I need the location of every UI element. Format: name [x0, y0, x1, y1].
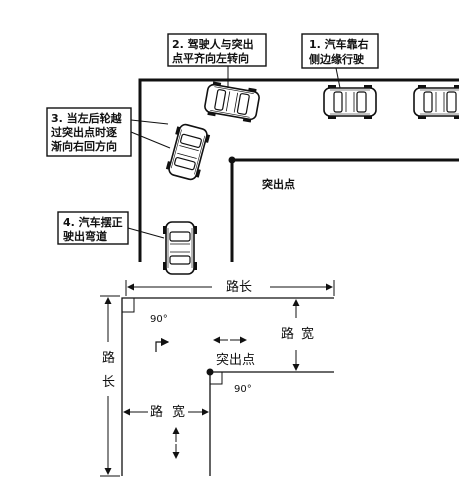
- callout-step3-pointer-a: [130, 119, 169, 125]
- top-diagram: 1. 汽车靠右 侧边缘行驶 2. 驾驶人与突出 点平齐向左转向 3. 当左后轮越…: [46, 33, 459, 275]
- car-step2: [202, 79, 262, 125]
- callout-step3-line1: 3. 当左后轮越: [51, 111, 123, 125]
- callout-step1-line1: 1. 汽车靠右: [309, 37, 369, 51]
- callout-step4-line1: 4. 汽车摆正: [63, 215, 123, 229]
- callout-step3-pointer-b: [130, 131, 171, 149]
- road-edge-outer: [138, 78, 459, 262]
- schematic-road-outer: [121, 297, 334, 476]
- corner-point: [228, 156, 236, 164]
- callout-step3: 3. 当左后轮越 过突出点时逐 渐向右回方向: [46, 107, 132, 157]
- road-length-left-char1: 路: [102, 350, 115, 366]
- callout-step2-line2: 点平齐向左转向: [172, 51, 249, 65]
- callout-step2-line1: 2. 驾驶人与突出: [172, 37, 254, 51]
- callout-step4-pointer: [127, 227, 165, 239]
- car-step3: [164, 121, 212, 183]
- road-width-bottom-char2: 宽: [172, 404, 185, 420]
- callout-step4: 4. 汽车摆正 驶出弯道: [57, 211, 129, 245]
- road-length-left-char2: 长: [102, 375, 115, 390]
- road-length-top-label: 路长: [226, 279, 252, 295]
- callout-step4-line2: 驶出弯道: [63, 229, 107, 243]
- callout-step1: 1. 汽车靠右 侧边缘行驶: [301, 33, 379, 69]
- callout-step3-line2: 过突出点时逐: [51, 125, 117, 139]
- callout-step3-line3: 渐向右回方向: [51, 139, 117, 153]
- callout-step1-pointer: [335, 67, 341, 89]
- road-width-bottom-char1: 路: [150, 404, 163, 420]
- right-angle-top: [122, 298, 135, 313]
- callout-step2: 2. 驾驶人与突出 点平齐向左转向: [167, 33, 267, 67]
- road-width-right-char1: 路: [281, 326, 294, 342]
- bottom-diagram: 路长 路 长 路 宽 路 宽 90° 90° 突出点: [100, 279, 335, 477]
- schematic-road-inner: [209, 371, 334, 476]
- angle-corner-label: 90°: [234, 384, 252, 395]
- car-step1-cut: [413, 84, 459, 120]
- callout-step1-line2: 侧边缘行驶: [309, 52, 365, 66]
- corner-label-top: 突出点: [262, 177, 295, 191]
- road-edge-inner: [230, 158, 459, 262]
- corner-label-bottom: 突出点: [216, 352, 255, 368]
- schematic-corner-point: [206, 368, 214, 376]
- road-width-right-char2: 宽: [301, 326, 314, 342]
- car-step1: [323, 84, 377, 120]
- car-step4: [162, 221, 198, 275]
- turn-arrow-icon: [155, 337, 170, 352]
- right-angle-corner: [210, 372, 223, 385]
- angle-top-label: 90°: [150, 314, 168, 325]
